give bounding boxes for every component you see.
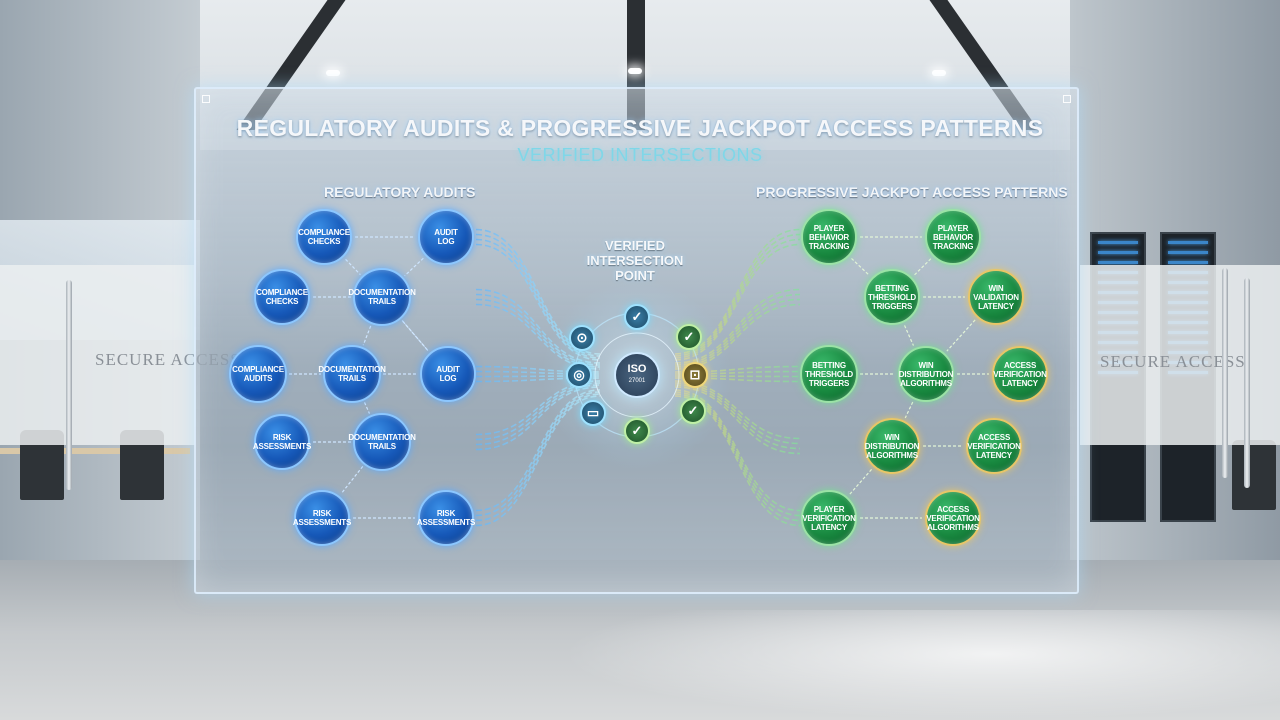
ceiling-light [932,70,946,76]
panel-title: REGULATORY AUDITS & PROGRESSIVE JACKPOT … [236,115,1044,141]
audit-node-l5[interactable]: COMPLIANCE AUDITS [229,345,287,403]
desk [0,448,190,454]
iso-certification-badge: ISO 27001 [614,352,660,398]
audit-node-l9[interactable]: DOCUMENTATION TRAILS [348,413,416,471]
audit-node-l7[interactable]: AUDIT LOG [420,346,476,402]
intersection-label-line: POINT [615,268,655,283]
right-section-heading: PROGRESSIVE JACKPOT ACCESS PATTERNS [756,184,1068,200]
card-icon: ▭ [580,400,606,426]
intersection-label-line: INTERSECTION [586,253,684,268]
panel-corner [1063,95,1071,103]
door-handle [1222,268,1228,478]
panel-corner [202,95,210,103]
lock-icon: ⊙ [569,325,595,351]
connector-line [848,468,873,496]
audit-node-l4[interactable]: DOCUMENTATION TRAILS [348,268,416,326]
frosted-glass-band [0,265,195,445]
connector-line [362,325,372,346]
connector-line [340,465,364,495]
jackpot-node-r8[interactable]: WIN DISTRIBUTION ALGORITHMS [864,418,920,474]
shield-icon: ◎ [566,362,592,388]
audit-node-l2[interactable]: AUDIT LOG [418,209,474,265]
jackpot-node-r7[interactable]: ACCESS VERIFICATION LATENCY [992,346,1048,402]
iso-badge-line1: ISO [627,363,647,375]
jackpot-node-r11[interactable]: ACCESS VERIFICATION ALGORITHMS [925,490,981,546]
check-icon: ✓ [624,418,650,444]
audit-node-l10[interactable]: RISK ASSESSMENTS [293,490,351,546]
connector-line [345,258,361,276]
jackpot-node-r1[interactable]: PLAYER BEHAVIOR TRACKING [801,209,857,265]
ceiling-light [628,68,642,74]
audit-node-l3[interactable]: COMPLIANCE CHECKS [254,269,310,325]
door-handle [1244,278,1250,488]
data-stream [475,386,601,451]
audit-node-l1[interactable]: COMPLIANCE CHECKS [296,209,352,265]
door-handle [66,280,72,490]
office-chair [1232,440,1276,510]
check-icon: ✓ [680,398,706,424]
connector-line [363,402,371,414]
audit-node-l8[interactable]: RISK ASSESSMENTS [253,414,311,470]
data-stream [475,233,601,357]
data-stream [475,377,601,383]
jackpot-node-r4[interactable]: WIN VALIDATION LATENCY [968,269,1024,325]
connector-line [851,257,870,277]
check-icon: ✓ [676,324,702,350]
data-stream [475,303,601,370]
ceiling-light [326,70,340,76]
data-stream [475,238,601,359]
check-icon: ✓ [624,304,650,330]
connector-line [404,257,424,277]
jackpot-node-r10[interactable]: PLAYER VERIFICATION LATENCY [801,490,857,546]
data-stream [475,365,601,373]
data-stream [475,375,601,378]
jackpot-node-r2[interactable]: PLAYER BEHAVIOR TRACKING [925,209,981,265]
connector-line [401,320,429,351]
jackpot-node-r5[interactable]: BETTING THRESHOLD TRIGGERS [800,345,858,403]
jackpot-node-r6[interactable]: WIN DISTRIBUTION ALGORITHMS [898,346,954,402]
jackpot-node-r3[interactable]: BETTING THRESHOLD TRIGGERS [864,269,920,325]
lock-icon: ⊡ [682,362,708,388]
iso-badge-line2: 27001 [628,378,646,384]
intersection-label-line: VERIFIED [605,238,665,253]
node-connectors [289,236,989,519]
left-section-heading: REGULATORY AUDITS [324,184,476,200]
floor-reflection [560,610,1280,720]
frosted-sign-right: SECURE ACCESS [1100,352,1246,371]
connector-line [903,325,915,346]
intersection-ring [594,332,680,418]
connector-line [946,319,976,352]
connector-line [913,258,932,276]
panel-subtitle: VERIFIED INTERSECTIONS [517,145,763,165]
connector-line [904,401,914,419]
jackpot-node-r9[interactable]: ACCESS VERIFICATION LATENCY [966,418,1022,474]
data-stream [475,389,601,512]
audit-node-l11[interactable]: RISK ASSESSMENTS [417,490,475,546]
audit-node-l6[interactable]: DOCUMENTATION TRAILS [318,345,386,403]
data-stream [475,370,601,375]
intersection-label: VERIFIED INTERSECTION POINT [560,238,710,283]
